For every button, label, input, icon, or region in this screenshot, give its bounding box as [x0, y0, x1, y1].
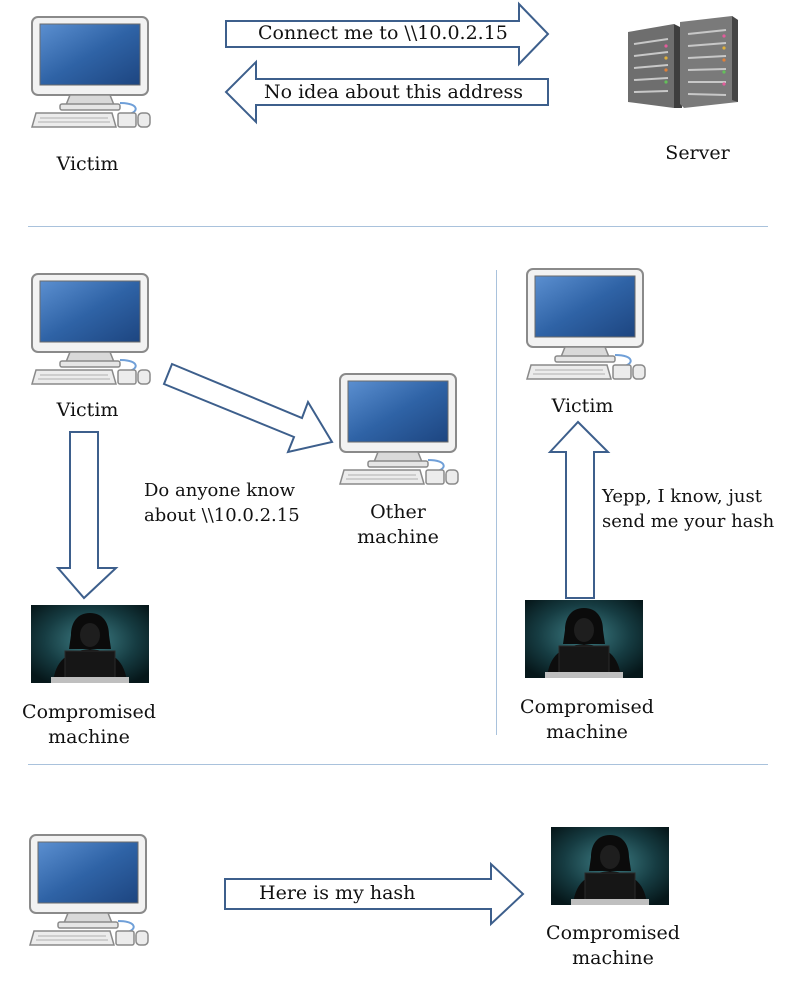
victim-computer-icon [526, 268, 646, 380]
attacker-hacker-icon [550, 826, 670, 906]
reply-text-line1: Yepp, I know, just [602, 486, 762, 507]
attacker-label-line2: machine [546, 721, 628, 743]
reply-text: No idea about this address [264, 81, 524, 103]
other-machine-icon [339, 373, 459, 485]
victim-computer-icon [31, 16, 151, 128]
attacker-label-line1: Compromised [22, 701, 156, 723]
separator-bottom [28, 764, 768, 765]
broadcast-arrow [162, 362, 334, 454]
victim-computer-icon [31, 273, 151, 385]
attacker-label-line2: machine [572, 947, 654, 969]
attacker-label-line1: Compromised [520, 696, 654, 718]
victim-label: Victim [56, 153, 119, 175]
vertical-divider [496, 270, 497, 735]
attacker-hacker-icon [30, 604, 150, 684]
victim-label: Victim [56, 399, 119, 421]
other-machine-label-line2: machine [357, 526, 439, 548]
separator-top [28, 226, 768, 227]
broadcast-text-line2: about \\10.0.2.15 [144, 505, 300, 526]
hash-text: Here is my hash [259, 882, 416, 904]
attacker-to-victim-arrow [547, 420, 611, 599]
victim-computer-icon [29, 834, 149, 946]
server-icon [628, 16, 738, 108]
request-arrow [225, 1, 550, 67]
attacker-label-line2: machine [48, 726, 130, 748]
request-text: Connect me to \\10.0.2.15 [258, 22, 508, 44]
hash-arrow [224, 861, 525, 927]
broadcast-text-line1: Do anyone know [144, 480, 296, 501]
other-machine-label-line1: Other [370, 501, 426, 523]
victim-to-attacker-arrow [55, 431, 119, 600]
server-label: Server [665, 142, 730, 164]
victim-label: Victim [551, 395, 614, 417]
reply-text-line2: send me your hash [602, 511, 775, 532]
attacker-hacker-icon [524, 599, 644, 679]
attacker-label-line1: Compromised [546, 922, 680, 944]
reply-arrow [224, 59, 549, 125]
